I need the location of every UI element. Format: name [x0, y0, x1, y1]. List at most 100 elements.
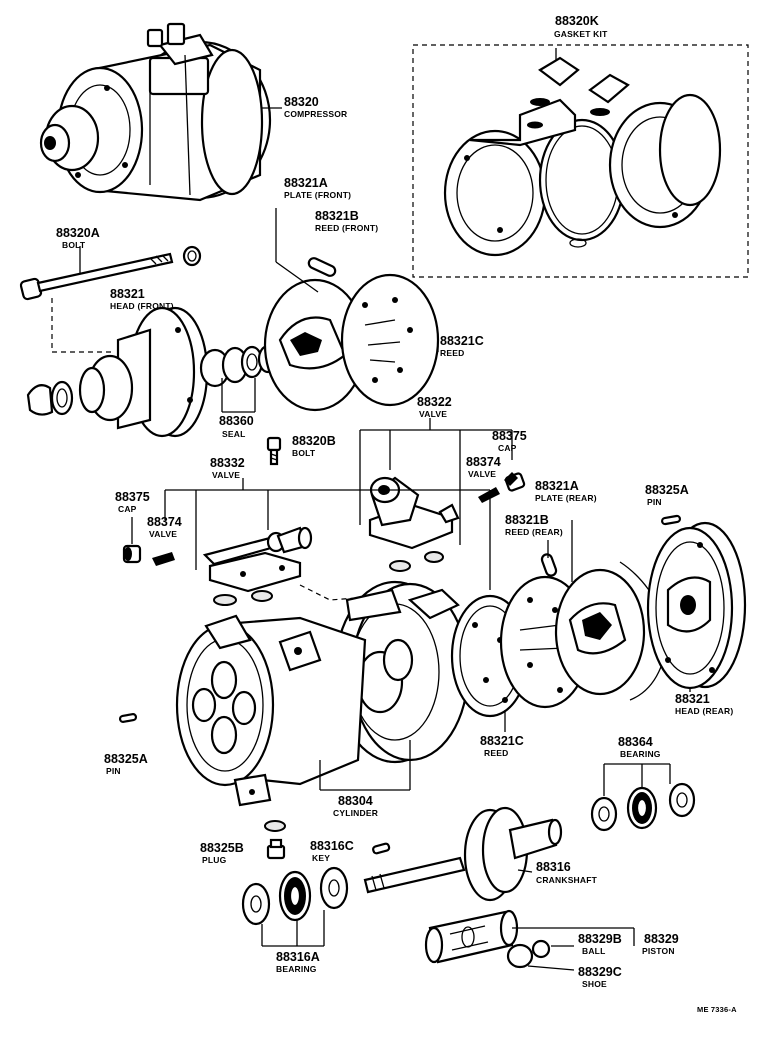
- part-number-seal: 88360: [219, 414, 254, 428]
- part-number-pin-left: 88325A: [104, 752, 148, 766]
- label-cap-right: 88375 CAP: [492, 429, 527, 453]
- label-head-front: 88321 HEAD (FRONT): [110, 287, 174, 311]
- part-name-plate-front: PLATE (FRONT): [284, 190, 351, 200]
- part-name-reed-front: REED (FRONT): [315, 223, 378, 233]
- label-pin-left: 88325A PIN: [104, 752, 148, 776]
- label-compressor: 88320 COMPRESSOR: [284, 95, 347, 119]
- part-number-ball: 88329B: [578, 932, 622, 946]
- valve-88322-drawing: [368, 476, 460, 550]
- head-rear-drawing: [646, 521, 747, 690]
- part-name-compressor: COMPRESSOR: [284, 109, 347, 119]
- part-number-cap-left: 88375: [115, 490, 150, 504]
- oring-88322-b: [424, 551, 444, 563]
- part-number-shoe: 88329C: [578, 965, 622, 979]
- label-reed-rear: 88321B REED (REAR): [505, 513, 563, 537]
- part-name-pin-right: PIN: [647, 497, 662, 507]
- part-name-shoe: SHOE: [582, 979, 607, 989]
- label-bearing-88364: 88364 BEARING: [618, 735, 661, 759]
- part-name-reed-rear: REED (REAR): [505, 527, 563, 537]
- label-reed: 88321C REED: [440, 334, 484, 358]
- piston-drawing: [424, 909, 519, 964]
- label-key: 88316C KEY: [310, 839, 354, 863]
- part-name-valve-88374-left: VALVE: [149, 529, 177, 539]
- part-number-bearing-88364: 88364: [618, 735, 653, 749]
- part-number-bolt-long: 88320A: [56, 226, 100, 240]
- cap-88375-right-drawing: [504, 472, 526, 492]
- part-name-cap-left: CAP: [118, 504, 137, 514]
- label-shoe: 88329C SHOE: [578, 965, 622, 989]
- plate-rear-drawing: [540, 553, 646, 696]
- label-valve-88374-right: 88374 VALVE: [466, 455, 501, 479]
- bearing-88364-drawing: [590, 782, 696, 832]
- ball-drawing: [531, 939, 551, 959]
- part-name-piston: PISTON: [642, 946, 675, 956]
- part-name-bolt-short: BOLT: [292, 448, 316, 458]
- part-name-pin-left: PIN: [106, 766, 121, 776]
- label-reed-front: 88321B REED (FRONT): [315, 209, 378, 233]
- oring-88322-a: [389, 560, 411, 572]
- label-reed-lower: 88321C REED: [480, 734, 524, 758]
- label-plate-front: 88321A PLATE (FRONT): [284, 176, 351, 200]
- part-number-compressor: 88320: [284, 95, 319, 109]
- label-ball: 88329B BALL: [578, 932, 622, 956]
- part-number-head-rear: 88321: [675, 692, 710, 706]
- oring-88332-a: [213, 594, 237, 606]
- part-name-bolt-long: BOLT: [62, 240, 86, 250]
- bolt-long-drawing: [19, 245, 202, 301]
- part-number-gasket-kit: 88320K: [555, 14, 599, 28]
- part-number-plug: 88325B: [200, 841, 244, 855]
- part-name-head-rear: HEAD (REAR): [675, 706, 733, 716]
- part-name-reed: REED: [440, 348, 464, 358]
- part-name-bearing-88364: BEARING: [620, 749, 661, 759]
- label-plug: 88325B PLUG: [200, 841, 244, 865]
- gasket-kit-box: [412, 44, 749, 278]
- label-valve-88332: 88332 VALVE: [210, 456, 245, 480]
- part-name-cap-right: CAP: [498, 443, 517, 453]
- label-bolt-long: 88320A BOLT: [56, 226, 100, 250]
- plug-oring: [264, 820, 286, 832]
- part-number-crankshaft: 88316: [536, 860, 571, 874]
- part-name-crankshaft: CRANKSHAFT: [536, 875, 598, 885]
- part-number-valve-88332: 88332: [210, 456, 245, 470]
- label-piston: 88329 PISTON: [642, 932, 679, 956]
- part-number-valve-88374-right: 88374: [466, 455, 501, 469]
- valve-88374-right-drawing: [478, 487, 500, 503]
- part-number-pin-right: 88325A: [645, 483, 689, 497]
- compressor-drawing: [39, 22, 272, 202]
- label-bolt-short: 88320B BOLT: [292, 434, 336, 458]
- label-cylinder: 88304 CYLINDER: [333, 794, 378, 818]
- cylinder-drawing: [175, 580, 470, 807]
- part-number-valve-88322: 88322: [417, 395, 452, 409]
- plate-front-drawing: [263, 257, 440, 412]
- part-number-reed-rear: 88321B: [505, 513, 549, 527]
- label-valve-88322: 88322 VALVE: [417, 395, 452, 419]
- valve-88332-drawing: [202, 526, 313, 593]
- bearing-88316A-drawing: [241, 866, 349, 926]
- crankshaft-drawing: [363, 806, 563, 902]
- shoe-drawing: [506, 943, 534, 969]
- part-number-key: 88316C: [310, 839, 354, 853]
- part-number-reed-lower: 88321C: [480, 734, 524, 748]
- label-bearing-88316A: 88316A BEARING: [276, 950, 320, 974]
- part-number-reed-front: 88321B: [315, 209, 359, 223]
- part-number-plate-front: 88321A: [284, 176, 328, 190]
- part-name-cylinder: CYLINDER: [333, 808, 378, 818]
- part-number-head-front: 88321: [110, 287, 145, 301]
- part-number-reed: 88321C: [440, 334, 484, 348]
- valve-88374-left-drawing: [152, 552, 175, 566]
- label-cap-left: 88375 CAP: [115, 490, 150, 514]
- plug-drawing: [266, 838, 286, 860]
- label-head-rear: 88321 HEAD (REAR): [675, 692, 733, 716]
- pin-left-drawing: [118, 713, 138, 723]
- key-drawing: [372, 842, 391, 855]
- label-gasket-kit: 88320K GASKET KIT: [554, 14, 608, 39]
- part-name-key: KEY: [312, 853, 330, 863]
- head-front-drawing: [26, 306, 209, 438]
- part-number-cap-right: 88375: [492, 429, 527, 443]
- part-name-reed-lower: REED: [484, 748, 508, 758]
- part-name-bearing-88316A: BEARING: [276, 964, 317, 974]
- label-seal: 88360 SEAL: [219, 414, 254, 439]
- part-name-plate-rear: PLATE (REAR): [535, 493, 597, 503]
- bolt-short-drawing: [266, 436, 282, 466]
